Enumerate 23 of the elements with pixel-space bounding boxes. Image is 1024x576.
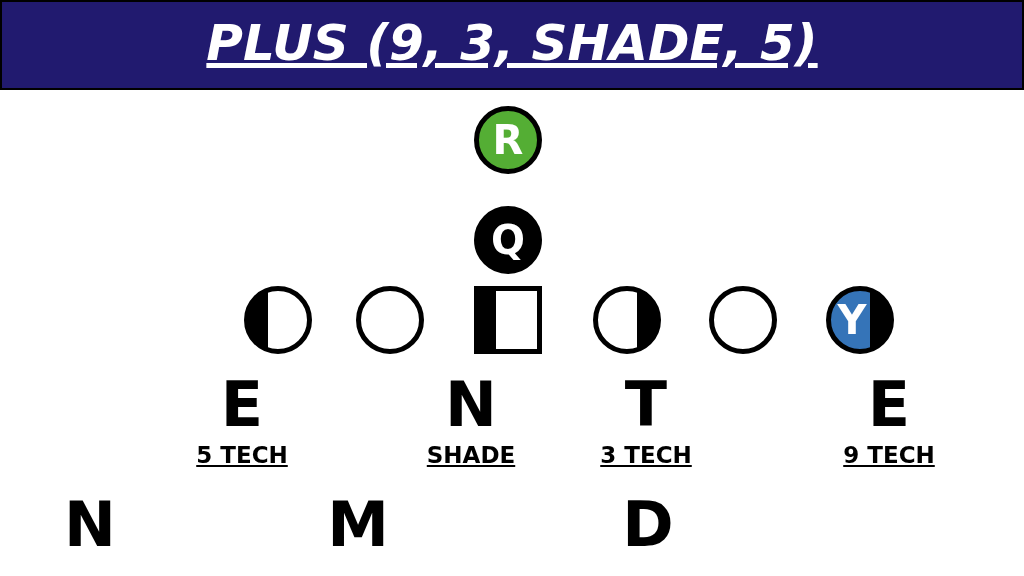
defender-letter: E bbox=[220, 372, 264, 438]
technique-label: 3 TECH bbox=[600, 442, 692, 468]
technique-label: SHADE bbox=[426, 442, 516, 468]
player-letter: R bbox=[492, 118, 524, 162]
defender-letter: N bbox=[64, 492, 116, 558]
lineman-circle bbox=[356, 286, 424, 354]
defender-letter: D bbox=[622, 492, 674, 558]
quarterback-circle bbox=[474, 206, 542, 274]
lineman-circle bbox=[593, 286, 661, 354]
defender-letter: E bbox=[867, 372, 911, 438]
defender-letter: T bbox=[624, 372, 668, 438]
technique-label: 5 TECH bbox=[196, 442, 288, 468]
running-back-circle bbox=[474, 106, 542, 174]
lineman-circle bbox=[709, 286, 777, 354]
defender-letter: M bbox=[327, 492, 389, 558]
title-text: PLUS (9, 3, SHADE, 5) bbox=[206, 14, 818, 72]
lineman-circle bbox=[244, 286, 312, 354]
technique-label: 9 TECH bbox=[843, 442, 935, 468]
center-square bbox=[474, 286, 542, 354]
player-letter: Q bbox=[491, 218, 525, 262]
player-letter: Y bbox=[837, 298, 867, 342]
tight-end-circle bbox=[826, 286, 894, 354]
defender-letter: N bbox=[445, 372, 497, 438]
